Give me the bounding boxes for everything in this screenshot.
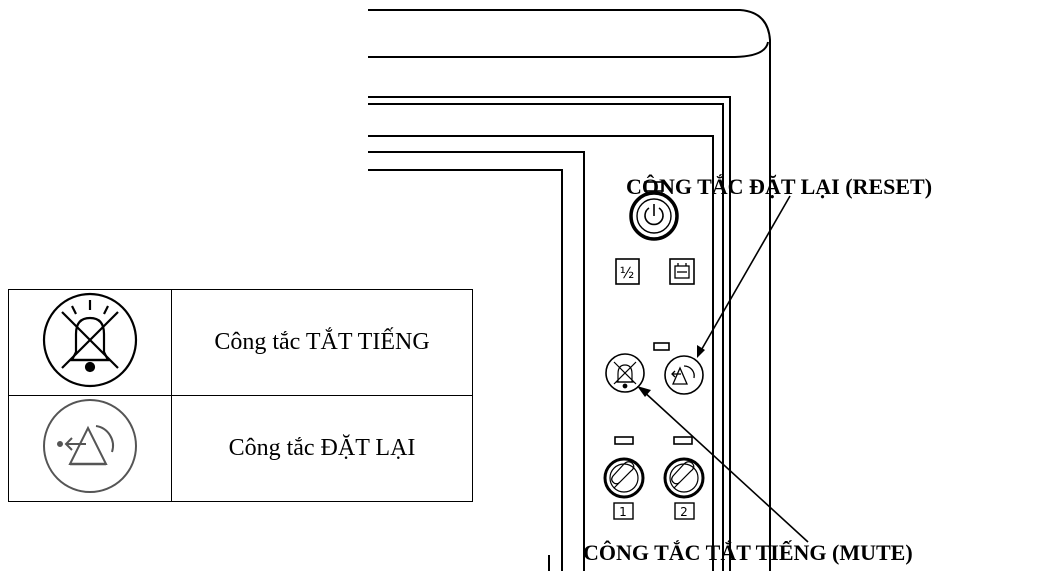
panel-mute-button [605, 353, 645, 393]
legend-icon-cell [8, 289, 172, 396]
mute-switch-callout: CÔNG TẮC TẮT TIẾNG (MUTE) [583, 540, 913, 565]
legend-row-reset: Công tắc ĐẶT LẠI [8, 395, 473, 502]
display-area-inner [368, 169, 563, 571]
channel-2-button [663, 457, 705, 499]
alarm-mute-icon [40, 290, 140, 390]
device-outer-frame [368, 9, 771, 571]
panel-reset-button [664, 355, 704, 395]
power-led [644, 181, 664, 192]
alarm-led [653, 342, 670, 351]
legend-icon-cell [8, 395, 172, 502]
reset-leader-arrow [697, 195, 791, 358]
channel-1-button [603, 457, 645, 499]
percent-key [615, 258, 640, 285]
screen-bezel-outer [368, 96, 731, 571]
reset-switch-callout: CÔNG TẮC ĐẶT LẠI (RESET) [626, 174, 933, 199]
percent-key-label: ½ [620, 264, 635, 282]
legend-label-mute: Công tắc TẮT TIẾNG [171, 289, 473, 396]
display-area [368, 151, 585, 571]
channel-1-led [614, 436, 634, 445]
mute-leader-arrow [637, 386, 809, 543]
power-button [629, 191, 679, 241]
legend-row-mute: Công tắc TẮT TIẾNG [8, 289, 473, 396]
channel-2-number: 2 [680, 505, 688, 519]
channel-2-led [673, 436, 693, 445]
panel-mute-icon [613, 361, 637, 389]
channel-1-number: 1 [619, 505, 627, 519]
device-top-ridge [368, 41, 769, 58]
legend-label-reset: Công tắc ĐẶT LẠI [171, 395, 473, 502]
screen-bezel-inner [368, 135, 714, 571]
panel-reset-icon [671, 365, 695, 385]
channel-2-tag [674, 502, 695, 520]
legend-table: Công tắc TẮT TIẾNG Công tắc ĐẶT LẠI [8, 289, 473, 502]
screen-bezel-middle [368, 103, 724, 571]
alarm-reset-icon [40, 396, 140, 496]
channel-1-tag [613, 502, 634, 520]
power-icon [644, 207, 664, 226]
battery-key [669, 258, 695, 285]
